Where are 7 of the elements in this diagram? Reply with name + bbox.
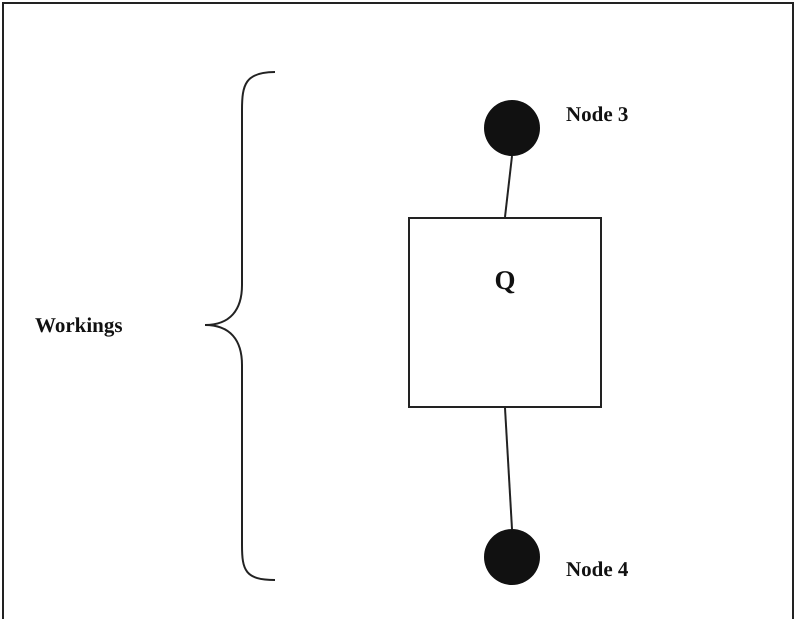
- connector-line: [504, 408, 513, 530]
- node-label: Node 3: [566, 104, 628, 125]
- component-box: [408, 217, 602, 408]
- node-label: Node 4: [566, 559, 628, 580]
- component-label: Q: [493, 267, 516, 294]
- connector-line: [504, 156, 513, 218]
- bracket-label: Workings: [35, 315, 123, 336]
